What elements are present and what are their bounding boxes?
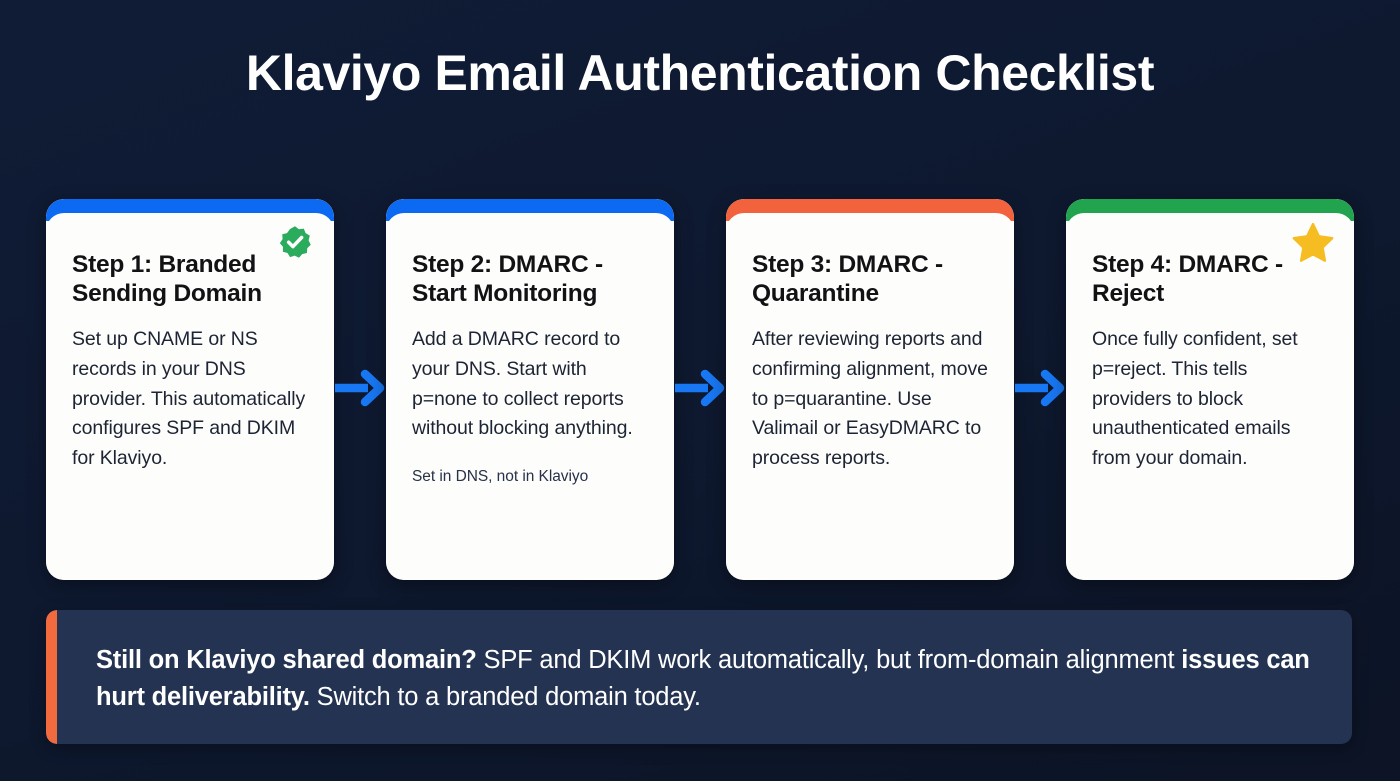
arrow-step-1-to-2 — [334, 199, 386, 580]
verified-check-badge-icon — [278, 225, 312, 259]
steps-row: Step 1: Branded Sending Domain Set up CN… — [46, 199, 1354, 580]
card-body-1: Set up CNAME or NS records in your DNS p… — [72, 328, 306, 469]
card-heading-2: Step 2: DMARC - Start Monitoring — [412, 251, 603, 307]
card-content-2: Step 2: DMARC - Start Monitoring Add a D… — [386, 213, 674, 580]
banner-bold-mid: issues can hurt deliverability. — [96, 646, 1310, 711]
card-content-1: Step 1: Branded Sending Domain Set up CN… — [46, 213, 334, 580]
gold-star-icon — [1292, 221, 1334, 263]
banner-bold-lead: Still on Klaviyo shared domain? — [96, 646, 477, 674]
callout-banner: Still on Klaviyo shared domain? SPF and … — [46, 610, 1352, 744]
card-body-2: Add a DMARC record to your DNS. Start wi… — [412, 328, 633, 440]
card-heading-3: Step 3: DMARC - Quarantine — [752, 251, 943, 307]
banner-accent-bar — [46, 610, 57, 744]
card-body-4: Once fully confident, set p=reject. This… — [1092, 328, 1298, 469]
step-card-2: Step 2: DMARC - Start Monitoring Add a D… — [386, 199, 674, 580]
banner-text: Still on Klaviyo shared domain? SPF and … — [96, 642, 1326, 716]
step-card-1: Step 1: Branded Sending Domain Set up CN… — [46, 199, 334, 580]
arrow-step-2-to-3 — [674, 199, 726, 580]
arrow-step-3-to-4 — [1014, 199, 1066, 580]
card-note-2: Set in DNS, not in Klaviyo — [412, 467, 589, 485]
step-card-3: Step 3: DMARC - Quarantine After reviewi… — [726, 199, 1014, 580]
step-card-4: Step 4: DMARC - Reject Once fully confid… — [1066, 199, 1354, 580]
page-title: Klaviyo Email Authentication Checklist — [245, 45, 1155, 101]
card-body-3: After reviewing reports and confirming a… — [752, 328, 988, 469]
banner-regular-2: Switch to a branded domain today. — [309, 682, 701, 711]
banner-regular-1: SPF and DKIM work automatically, but fro… — [476, 646, 1182, 674]
card-heading-1: Step 1: Branded Sending Domain — [72, 251, 262, 307]
card-content-4: Step 4: DMARC - Reject Once fully confid… — [1066, 213, 1354, 580]
card-content-3: Step 3: DMARC - Quarantine After reviewi… — [726, 213, 1014, 580]
card-heading-4: Step 4: DMARC - Reject — [1092, 251, 1283, 307]
